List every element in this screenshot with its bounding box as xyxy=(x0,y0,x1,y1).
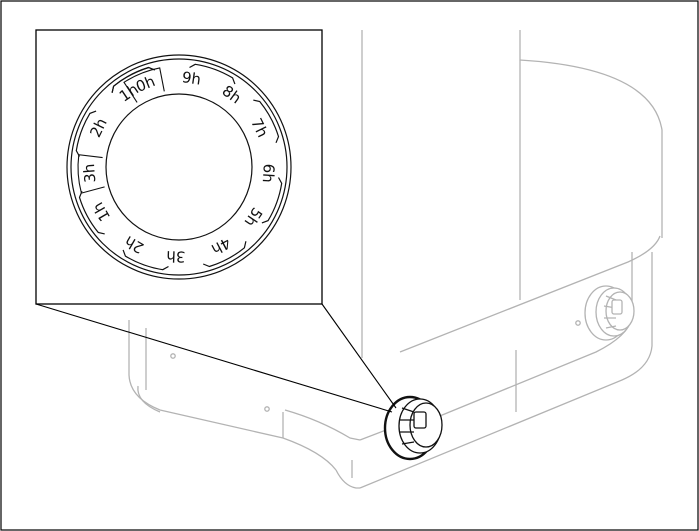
dial-grip-ridge xyxy=(75,110,97,157)
dial-label: 9h xyxy=(181,68,202,88)
dial-label: 3h xyxy=(166,247,186,266)
rear-knob xyxy=(584,285,635,341)
front-knob-grip xyxy=(400,407,415,445)
base-inner-curve xyxy=(137,385,161,413)
callout-leader xyxy=(35,303,397,413)
base-right-edge xyxy=(359,252,653,489)
front-knob xyxy=(383,395,443,461)
dial-selection-bracket xyxy=(123,67,165,103)
base-left-edge xyxy=(128,320,337,471)
heater-body xyxy=(128,30,663,489)
screw-hole-1 xyxy=(170,353,176,359)
rear-knob-grip xyxy=(603,295,617,329)
dial-label: 3h xyxy=(80,163,99,183)
dial-grip-ridge xyxy=(261,177,283,224)
dial-grip-ridge xyxy=(202,241,247,268)
dial-grip-ridge xyxy=(253,99,280,144)
dial-grip-ridges xyxy=(75,63,283,271)
dial-grip-ridge xyxy=(78,190,105,235)
base-upper-fold-2 xyxy=(359,429,387,441)
dial-outer-ring-inner xyxy=(70,58,288,276)
leader-line-lower xyxy=(35,303,393,413)
front-knob-pointer xyxy=(413,411,427,429)
dial-label: 0h xyxy=(133,72,157,96)
screw-hole-2 xyxy=(264,406,270,412)
body-top-edge xyxy=(519,30,663,238)
rear-knob-pointer xyxy=(611,299,623,315)
dial-grip-ridge xyxy=(122,249,169,271)
dial-selection-bracket xyxy=(77,154,105,194)
dial-grip-ridge xyxy=(111,66,156,93)
screw-hole-3 xyxy=(575,320,581,326)
dial-inner-circle xyxy=(105,93,253,241)
leader-line-upper xyxy=(321,303,397,409)
dial-grip-ridge xyxy=(189,63,236,85)
body-upper-bottom-edge xyxy=(399,235,661,353)
base-upper-fold xyxy=(284,409,361,441)
dial-label: 6h xyxy=(259,163,278,183)
base-corner xyxy=(335,469,360,489)
dial-selection-marks xyxy=(77,67,165,194)
